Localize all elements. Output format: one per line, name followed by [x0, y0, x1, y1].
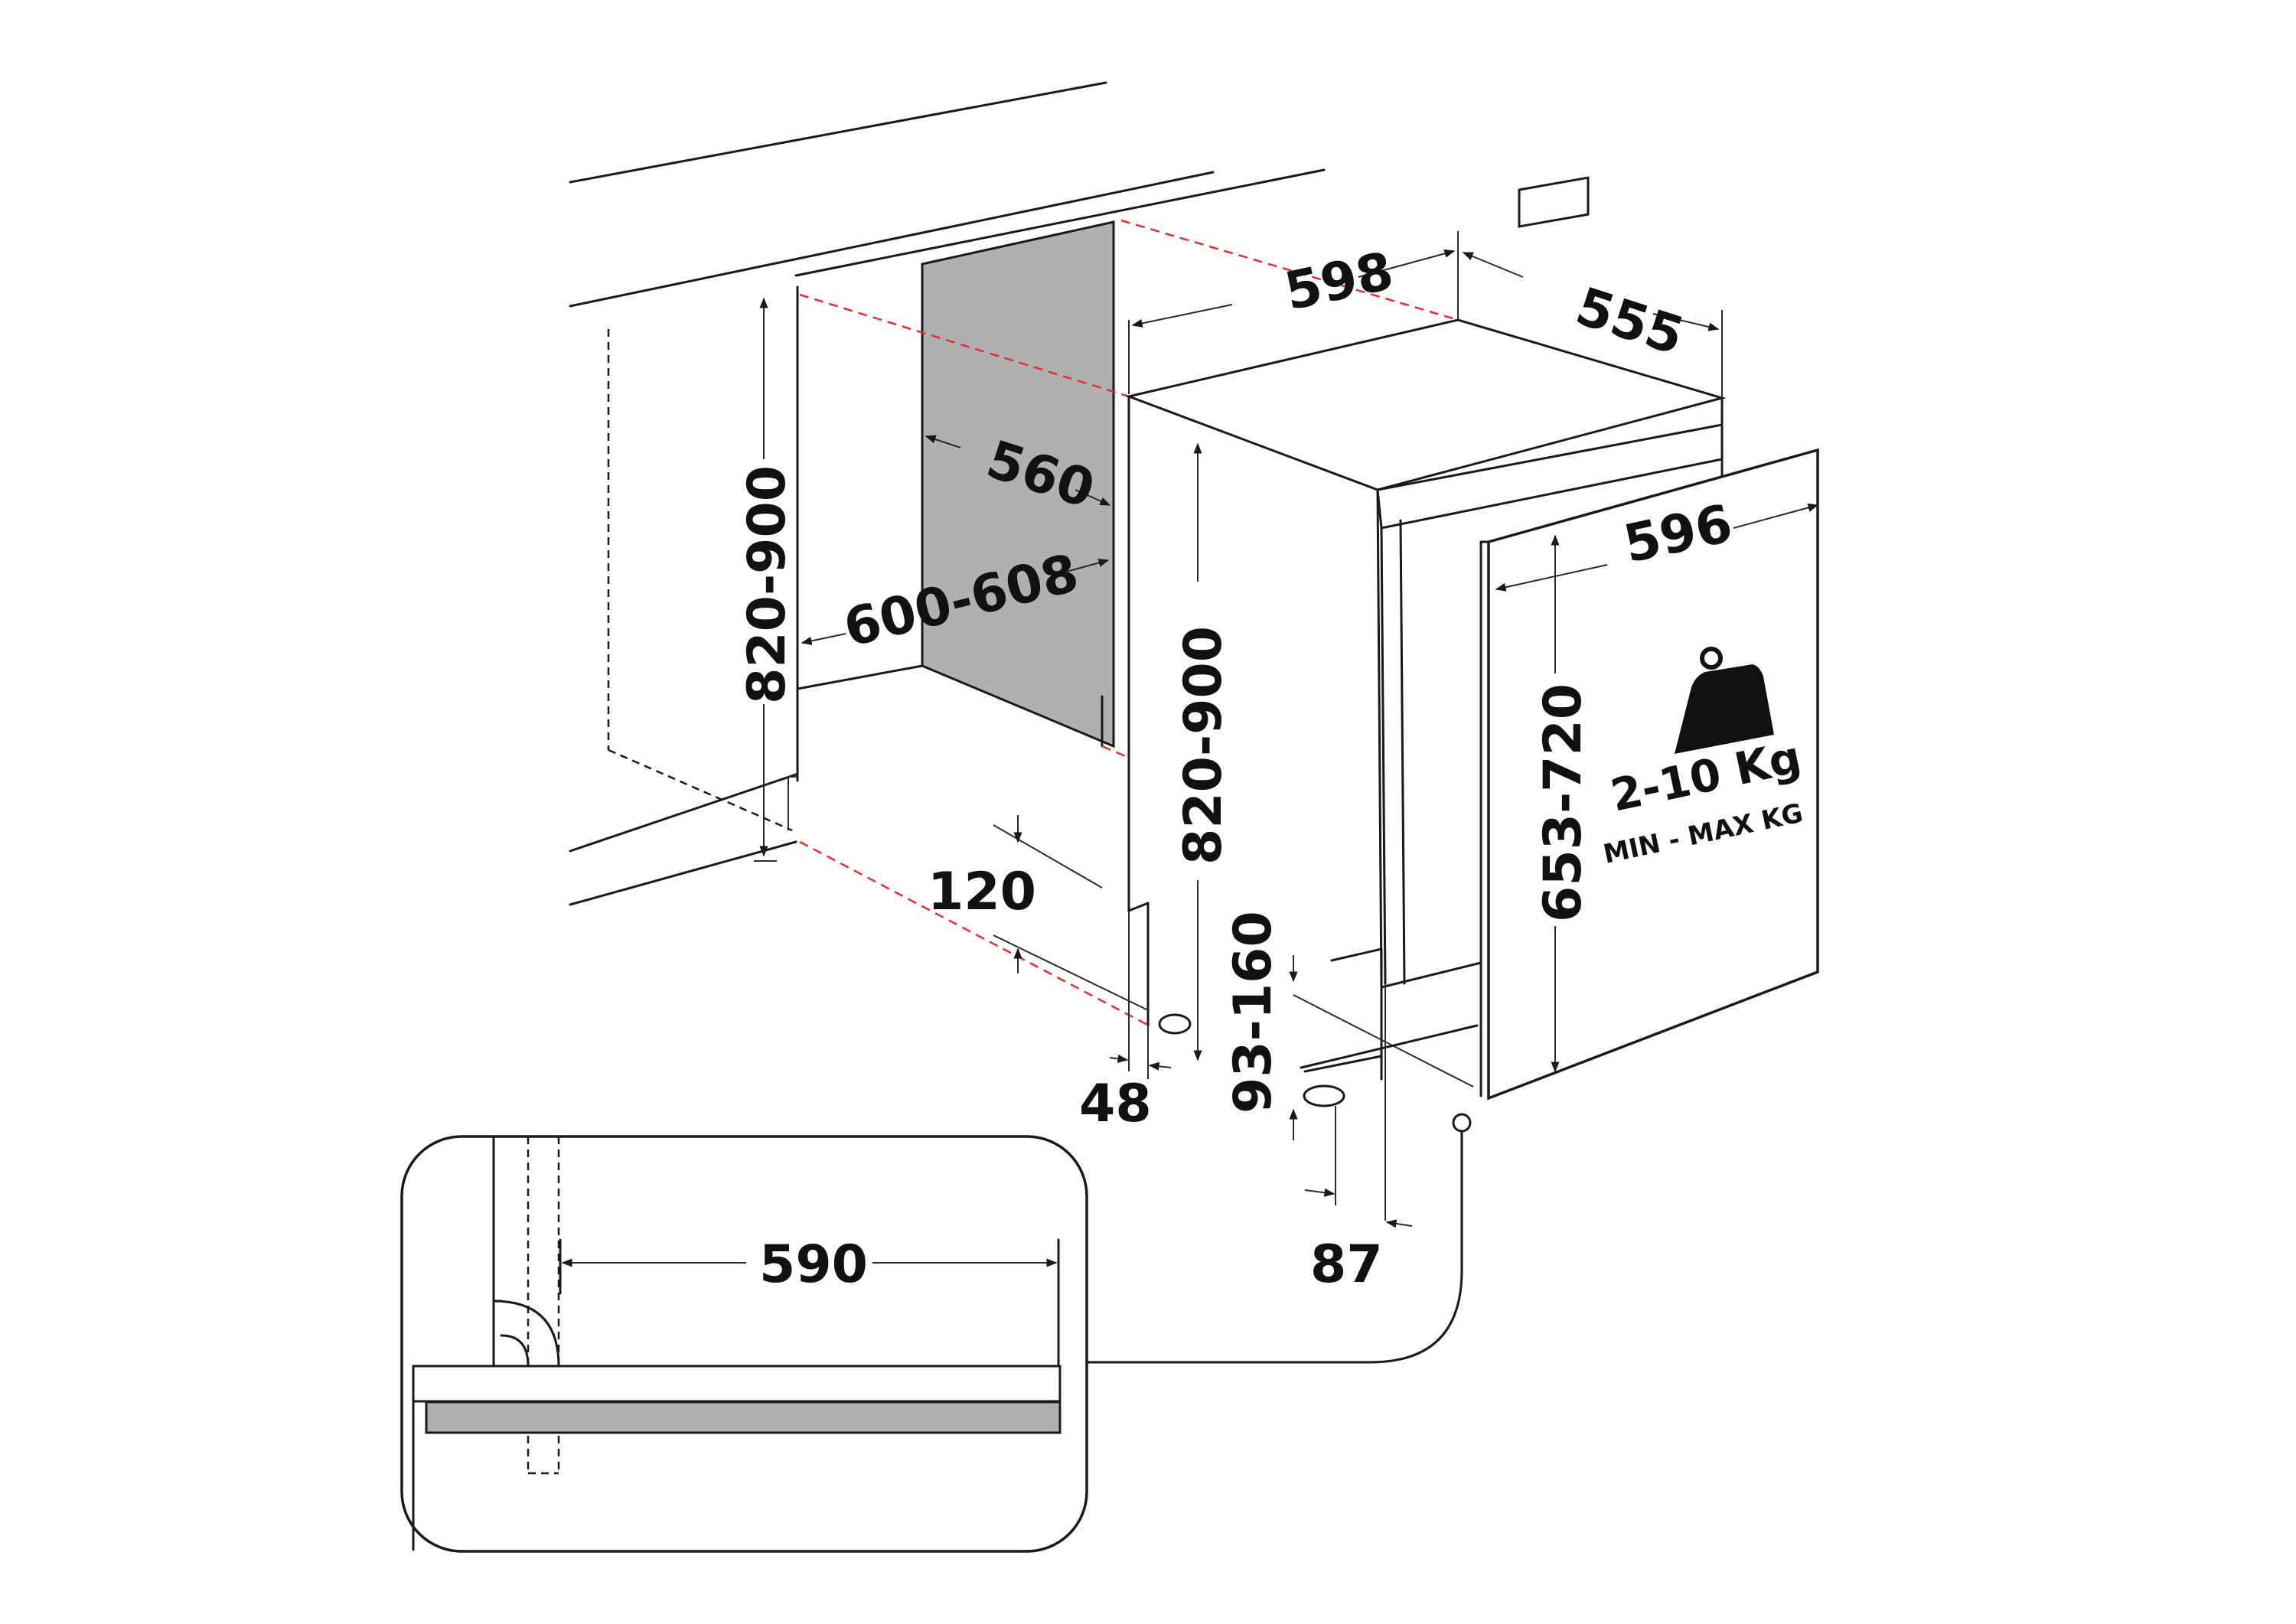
label-top-side: 555: [1569, 276, 1691, 367]
detail-connector: [1085, 1130, 1463, 1364]
weight-icon: [1675, 647, 1774, 754]
door-panel: [1487, 448, 1819, 1101]
label-top-depth: 598: [1280, 241, 1398, 323]
label-detail-width: 590: [759, 1234, 868, 1295]
niche-back-panel: [921, 220, 1115, 748]
detail-marker: [1452, 1113, 1472, 1133]
label-appliance-height: 820-900: [1173, 626, 1234, 865]
label-foot-offset: 48: [1079, 1074, 1152, 1134]
label-panel-height: 653-720: [1533, 683, 1593, 922]
label-niche-height: 820-900: [737, 465, 797, 704]
alignment-guides: [799, 219, 1459, 1029]
niche-cabinet: [569, 81, 1326, 906]
label-plinth-height: 93-160: [1223, 911, 1283, 1114]
dimension-lines: [754, 231, 1819, 1228]
label-door-gap: 87: [1310, 1234, 1383, 1295]
label-plinth-depth: 120: [928, 862, 1036, 922]
detail-box: [400, 1135, 1088, 1553]
